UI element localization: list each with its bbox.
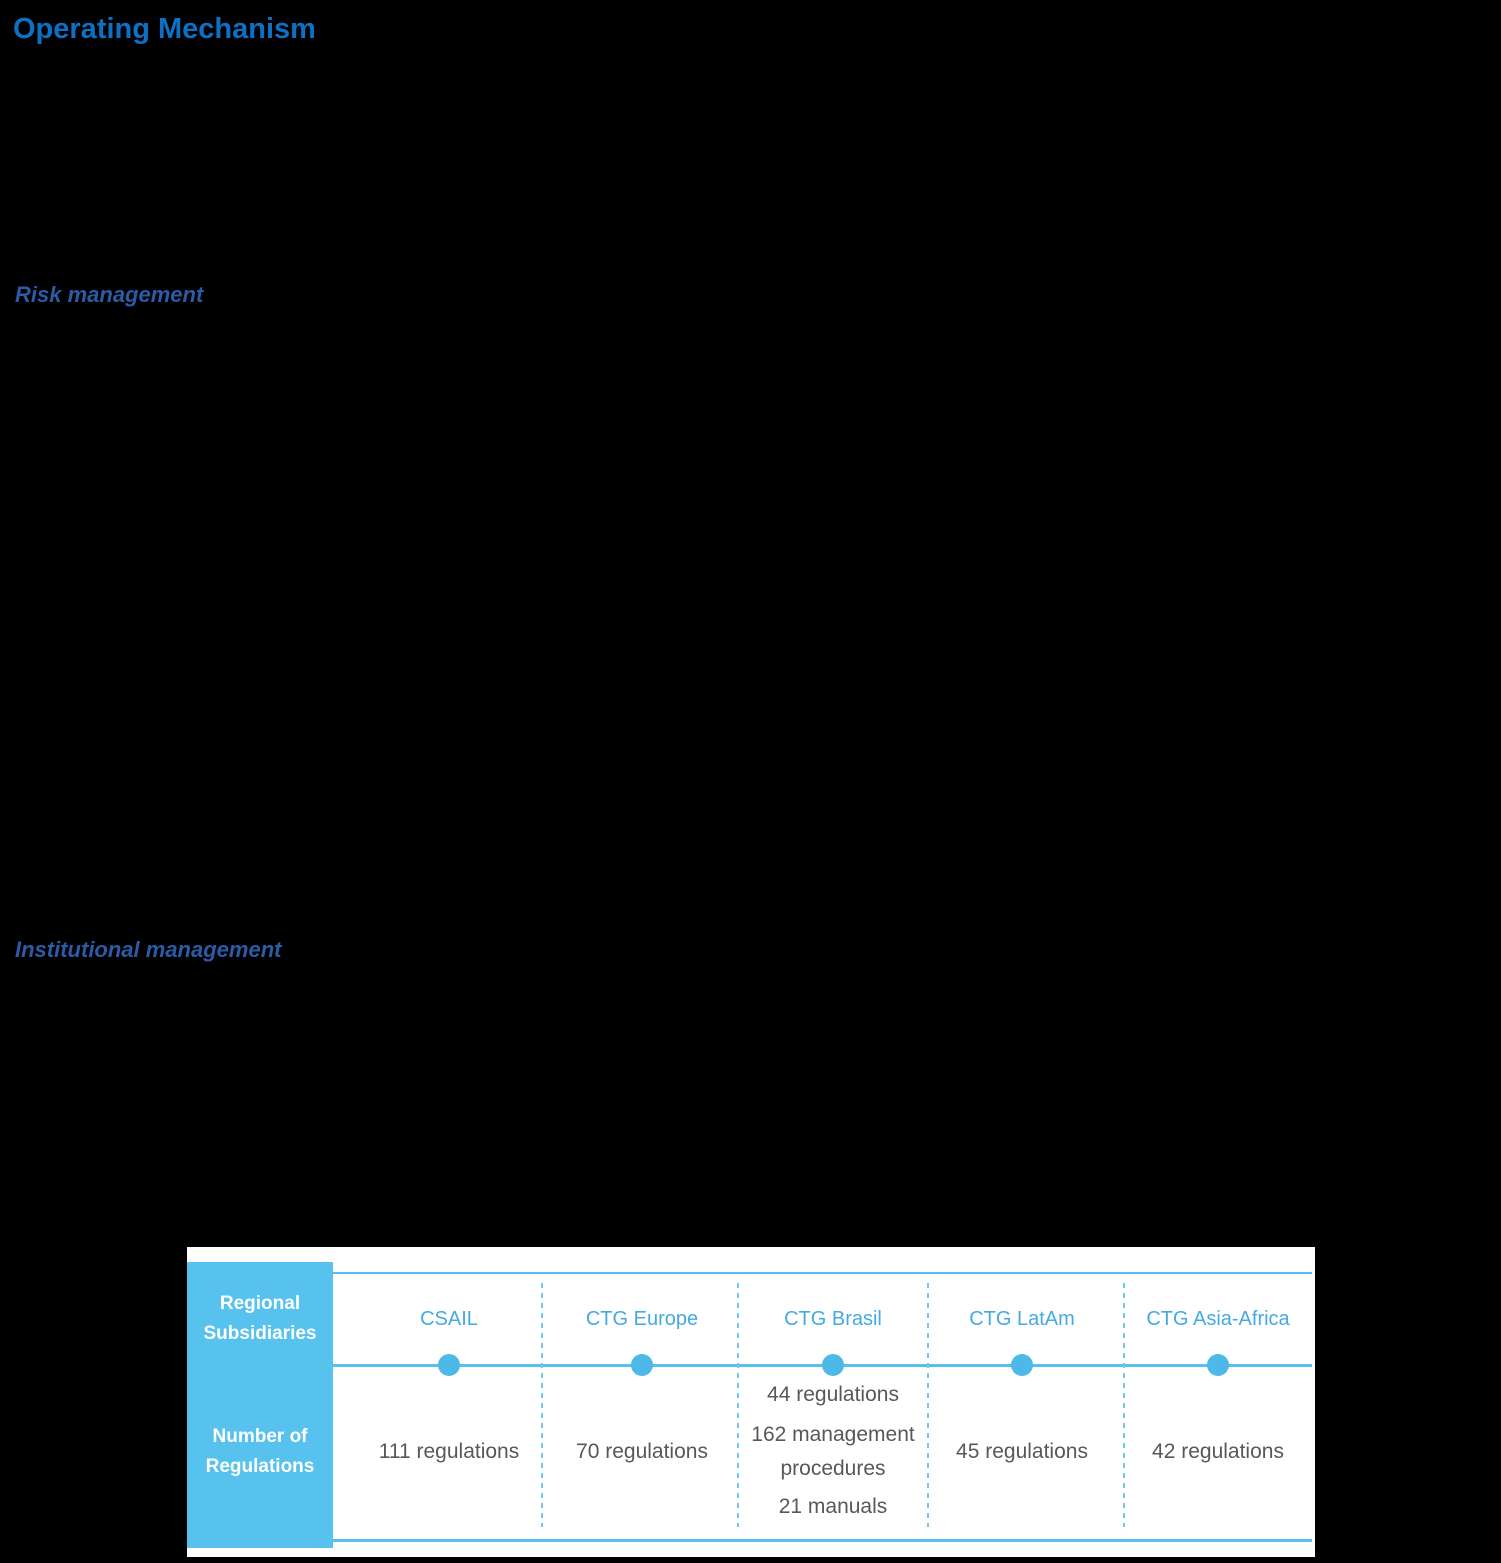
column-divider [737,1283,739,1527]
row-label-number-of-regulations: Number of Regulations [205,1426,315,1477]
section-heading-institutional-management: Institutional management [15,937,282,962]
page-title: Operating Mechanism [13,13,316,45]
column-header-ctg-latam: CTG LatAm [969,1308,1075,1330]
timeline-dot-ctg-asia-africa [1207,1354,1229,1376]
timeline-dot-ctg-europe [631,1354,653,1376]
timeline-dot-ctg-brasil [822,1354,844,1376]
column-header-ctg-europe: CTG Europe [585,1308,699,1330]
row-label-regional-subsidiaries: Regional Subsidiaries [203,1293,317,1344]
column-header-ctg-brasil: CTG Brasil [784,1308,882,1330]
column-divider [541,1283,543,1527]
column-header-csail: CSAIL [420,1308,478,1330]
row-labels-box: Regional Subsidiaries Number of Regulati… [187,1262,333,1548]
column-header-ctg-asia-africa: CTG Asia-Africa [1146,1308,1290,1330]
value-ctg-brasil-regulations: 44 regulations [767,1383,899,1406]
value-ctg-latam-regulations: 45 regulations [956,1440,1088,1463]
timeline-dot-csail [438,1354,460,1376]
value-ctg-asia-africa-regulations: 42 regulations [1152,1440,1284,1463]
timeline-dot-ctg-latam [1011,1354,1033,1376]
regulations-diagram: Regional Subsidiaries Number of Regulati… [187,1247,1315,1557]
value-ctg-brasil-management-procedures: 162 management procedures [751,1423,915,1480]
value-ctg-europe-regulations: 70 regulations [576,1440,708,1463]
diagram-bottom-line [333,1539,1312,1542]
value-csail-regulations: 111 regulations [378,1440,520,1463]
column-divider [1123,1283,1125,1527]
column-divider [927,1283,929,1527]
value-ctg-brasil-manuals: 21 manuals [778,1495,888,1518]
section-heading-risk-management: Risk management [15,282,204,307]
diagram-top-line [333,1272,1312,1274]
